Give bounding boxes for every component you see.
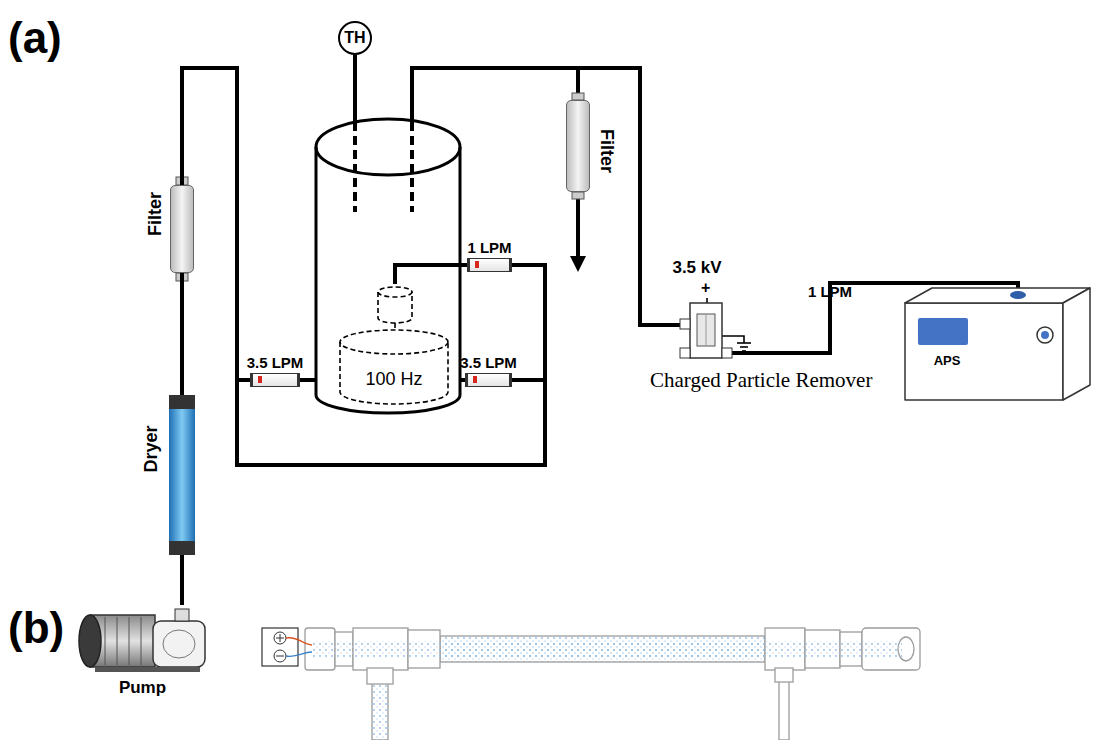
tube-connector xyxy=(395,265,467,284)
terminal xyxy=(274,632,286,644)
aps-screen xyxy=(918,318,968,345)
nozzle-stem xyxy=(394,323,396,330)
nozzle-top xyxy=(378,287,412,297)
flow-rate-label: 1 LPM xyxy=(808,284,852,301)
remover-window xyxy=(697,314,715,346)
leg-nut xyxy=(367,668,393,684)
filter-nub xyxy=(572,93,584,100)
remover-electrode xyxy=(706,314,707,346)
aps-inlet xyxy=(1010,291,1026,299)
aps-knob-center xyxy=(1041,331,1049,339)
sensor-probe xyxy=(353,122,357,212)
minus-sign xyxy=(276,656,284,657)
remover-port xyxy=(680,348,690,358)
power-box xyxy=(262,628,312,666)
aps-front xyxy=(905,303,1063,400)
motor-face xyxy=(79,615,101,667)
generator-body xyxy=(340,342,448,404)
tube-connector xyxy=(180,273,184,395)
red-wire xyxy=(286,638,312,645)
exhaust-arrowhead xyxy=(570,256,586,272)
terminal-box xyxy=(262,628,298,666)
atomizer-generator: 100 Hz xyxy=(336,284,452,408)
leg-nut xyxy=(775,668,793,682)
remover-body xyxy=(690,303,722,358)
filter-cartridge: Filter xyxy=(170,185,194,273)
part-illustration xyxy=(680,300,732,360)
tube-connector xyxy=(180,555,184,605)
flowmeter: 1 LPM xyxy=(467,258,512,272)
tube-connector xyxy=(182,68,545,465)
node-label: TH xyxy=(344,29,365,47)
aps-knob xyxy=(1037,327,1053,343)
blue-wire xyxy=(286,652,312,656)
motor-rib xyxy=(105,617,106,665)
node-label: APS xyxy=(934,354,961,368)
node-label: 3.5 LPM xyxy=(247,355,304,372)
filter-cartridge: Filter xyxy=(566,100,590,192)
node-label: Filter xyxy=(146,192,166,236)
polarity-sign: + xyxy=(701,279,710,297)
pump: Pump xyxy=(75,605,210,700)
nozzle-body xyxy=(378,292,412,323)
exhaust-tube xyxy=(576,198,580,258)
node-label: 3.5 kV xyxy=(672,259,721,278)
pump-head xyxy=(153,621,205,667)
plus-sign xyxy=(280,634,281,642)
node-label: 100 Hz xyxy=(365,370,422,390)
dryer-column: Dryer xyxy=(169,395,195,555)
panel-letter: (b) xyxy=(8,604,64,652)
outlet-probe xyxy=(410,122,414,212)
panel-letter: (a) xyxy=(8,14,62,62)
terminal xyxy=(274,650,286,662)
filter-branch xyxy=(576,68,580,94)
generator-top xyxy=(340,330,448,354)
flowmeter: 3.5 LPM xyxy=(465,373,512,387)
pump-cover xyxy=(163,630,195,658)
aps-top xyxy=(905,288,1090,303)
pump-base xyxy=(95,667,200,672)
tube-connector xyxy=(182,68,545,465)
flow-indicator xyxy=(258,376,262,383)
device-caption: Charged Particle Remover xyxy=(650,369,872,392)
electrode-glow xyxy=(312,641,902,657)
motor-rib xyxy=(117,617,118,665)
aps-side xyxy=(1063,288,1090,400)
node-label: 1 LPM xyxy=(467,240,511,257)
tube-assembly xyxy=(305,628,920,740)
filter-nub xyxy=(572,192,584,199)
aps-instrument: APS xyxy=(905,288,1092,402)
remover-port xyxy=(680,319,690,329)
flow-indicator xyxy=(475,261,479,268)
part-illustration xyxy=(336,284,452,408)
sensor-wire xyxy=(353,55,357,122)
motor-rib xyxy=(141,617,142,665)
node-label: Pump xyxy=(119,679,166,698)
ground-bar xyxy=(740,346,748,348)
node-label: 3.5 LPM xyxy=(460,355,517,372)
flow-indicator xyxy=(473,376,477,383)
ground-bar xyxy=(737,342,751,344)
part-illustration xyxy=(905,288,1092,402)
sensor-circle: TH xyxy=(338,21,372,55)
inlet-stub xyxy=(300,378,316,382)
tubing xyxy=(300,55,680,380)
pump-port xyxy=(175,609,189,621)
node-label: Filter xyxy=(596,129,616,173)
chamber-lid xyxy=(316,119,460,175)
node-label: Dryer xyxy=(142,425,162,472)
ground-wire xyxy=(722,336,744,343)
charged-particle-remover: 3.5 kV xyxy=(680,300,732,360)
motor-rib xyxy=(129,617,130,665)
flowmeter: 3.5 LPM xyxy=(250,373,300,387)
remover-port xyxy=(722,348,732,358)
chamber-wall xyxy=(316,147,460,413)
